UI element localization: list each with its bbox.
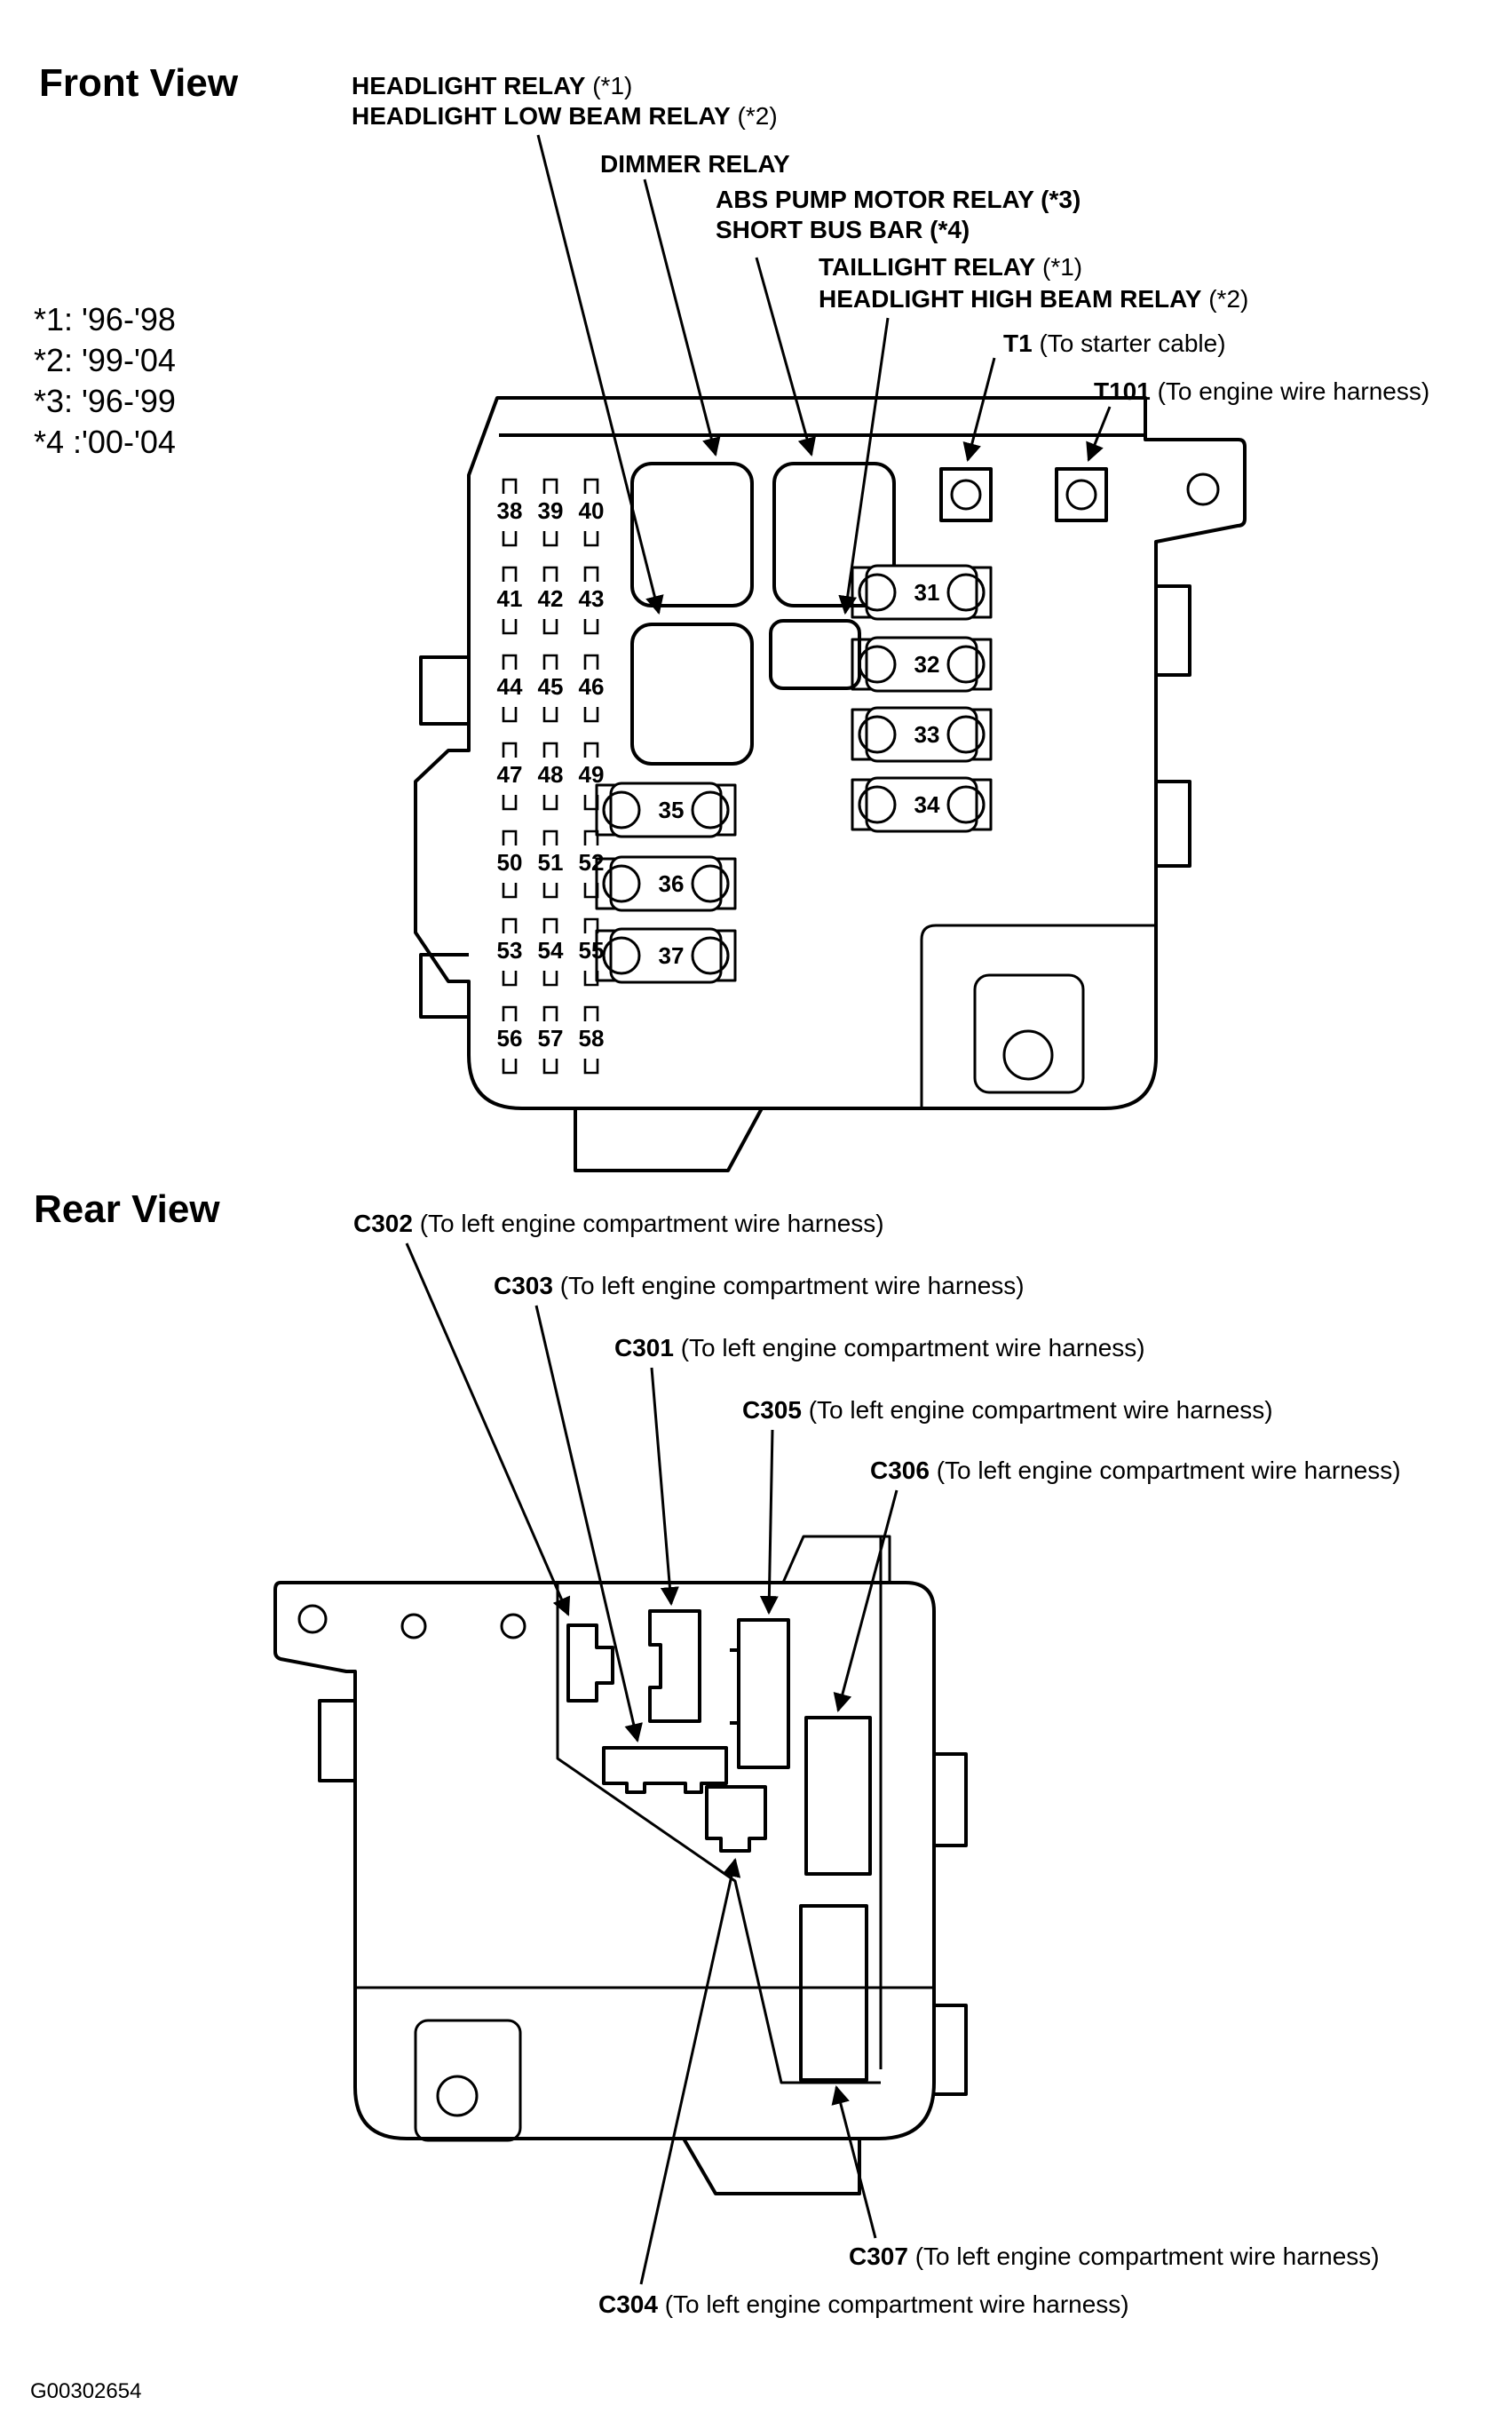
c306-connector: [804, 1716, 872, 1876]
small-fuse-42: 42: [538, 585, 564, 612]
large-fuse-label: 36: [659, 870, 685, 897]
large-fuse-group: 31 32 33 34 35 36 37: [595, 564, 993, 984]
front-mount-hole: [1186, 472, 1220, 506]
label-c305: C305 (To left engine compartment wire ha…: [742, 1396, 1273, 1424]
rear-mount-hole-2: [400, 1613, 427, 1639]
label-c301: C301 (To left engine compartment wire ha…: [614, 1334, 1145, 1361]
c307-connector: [799, 1904, 868, 2082]
small-fuse-54: 54: [538, 937, 564, 964]
large-fuse-label: 35: [659, 797, 685, 823]
front-view-title: Front View: [39, 61, 239, 105]
label-headlight-low-beam-relay: HEADLIGHT LOW BEAM RELAY (*2): [352, 102, 778, 130]
rear-drain-hole: [436, 2075, 479, 2117]
small-fuse-44: 44: [497, 673, 523, 700]
rear-mount-hole-3: [500, 1613, 526, 1639]
label-headlight-relay: HEADLIGHT RELAY (*1): [352, 72, 632, 99]
front-drain-hole: [1002, 1029, 1054, 1081]
small-fuse-45: 45: [538, 673, 564, 700]
rear-leader-lines: [405, 1242, 898, 2285]
small-fuse-47: 47: [497, 761, 523, 788]
small-fuse-group: 38 39 40 41 42 43 44 45 46 47 48 49 50 51 52 53 54 55 56 57…: [497, 478, 605, 1075]
label-c307: C307 (To left engine compartment wire ha…: [849, 2242, 1380, 2270]
c304-connector: [705, 1785, 767, 1853]
small-fuse-58: 58: [579, 1025, 605, 1052]
label-short-bus-bar: SHORT BUS BAR (*4): [716, 216, 970, 243]
label-c303: C303 (To left engine compartment wire ha…: [494, 1272, 1025, 1299]
small-fuse-56: 56: [497, 1025, 523, 1052]
rear-housing-outline: [273, 1581, 936, 2140]
small-fuse-53: 53: [497, 937, 523, 964]
large-fuse-label: 32: [914, 651, 940, 678]
c301-connector: [648, 1609, 701, 1723]
label-c304: C304 (To left engine compartment wire ha…: [598, 2290, 1129, 2318]
t1-terminal: [939, 467, 993, 522]
small-fuse-57: 57: [538, 1025, 564, 1052]
label-abs-pump-motor-relay: ABS PUMP MOTOR RELAY (*3): [716, 186, 1081, 213]
label-c302: C302 (To left engine compartment wire ha…: [353, 1210, 884, 1237]
rear-view-title: Rear View: [34, 1187, 220, 1231]
headlight-relay-socket: [630, 462, 754, 607]
small-fuse-49: 49: [579, 761, 605, 788]
small-fuse-52: 52: [579, 849, 605, 876]
small-fuse-51: 51: [538, 849, 564, 876]
label-t101: T101 (To engine wire harness): [1094, 377, 1429, 405]
front-leader-lines: [536, 134, 1112, 615]
large-fuse-label: 37: [659, 942, 685, 969]
c305-connector: [730, 1618, 790, 1769]
small-fuse-43: 43: [579, 585, 605, 612]
t101-terminal: [1055, 467, 1108, 522]
c302-connector: [566, 1623, 614, 1703]
small-fuse-39: 39: [538, 497, 564, 524]
label-c306: C306 (To left engine compartment wire ha…: [870, 1457, 1401, 1484]
large-fuse-34: 34: [851, 776, 993, 833]
large-fuse-label: 31: [914, 579, 940, 606]
large-fuse-37: 37: [595, 927, 737, 984]
large-fuse-32: 32: [851, 636, 993, 693]
large-fuse-36: 36: [595, 855, 737, 912]
footnote-4: *4 :'00-'04: [34, 424, 176, 460]
small-fuse-41: 41: [497, 585, 523, 612]
small-fuse-38: 38: [497, 497, 523, 524]
large-fuse-label: 34: [914, 791, 940, 818]
footnote-1: *1: '96-'98: [34, 301, 176, 337]
small-fuse-46: 46: [579, 673, 605, 700]
footnote-2: *2: '99-'04: [34, 342, 176, 378]
footnote-3: *3: '96-'99: [34, 383, 176, 419]
label-taillight-relay: TAILLIGHT RELAY (*1): [819, 253, 1082, 281]
large-fuse-label: 33: [914, 721, 940, 748]
front-fuse-box: [414, 396, 1247, 1172]
large-fuse-31: 31: [851, 564, 993, 621]
small-fuse-50: 50: [497, 849, 523, 876]
rear-mount-hole-1: [297, 1604, 328, 1634]
small-fuse-40: 40: [579, 497, 605, 524]
label-headlight-high-beam-relay: HEADLIGHT HIGH BEAM RELAY (*2): [819, 285, 1248, 313]
small-fuse-55: 55: [579, 937, 605, 964]
c303-connector: [602, 1746, 728, 1794]
dimmer-relay-socket: [630, 623, 754, 766]
taillight-relay-socket: [769, 619, 861, 690]
front-housing-outline: [414, 396, 1247, 1110]
label-dimmer-relay: DIMMER RELAY: [600, 150, 790, 178]
large-fuse-35: 35: [595, 782, 737, 838]
figure-code: G00302654: [30, 2379, 141, 2403]
footnote-list: *1: '96-'98 *2: '99-'04 *3: '96-'99 *4 :…: [34, 301, 176, 460]
rear-fuse-box: [273, 1535, 968, 2195]
large-fuse-33: 33: [851, 706, 993, 763]
abs-relay-socket: [772, 462, 896, 607]
small-fuse-48: 48: [538, 761, 564, 788]
label-t1: T1 (To starter cable): [1003, 329, 1226, 357]
